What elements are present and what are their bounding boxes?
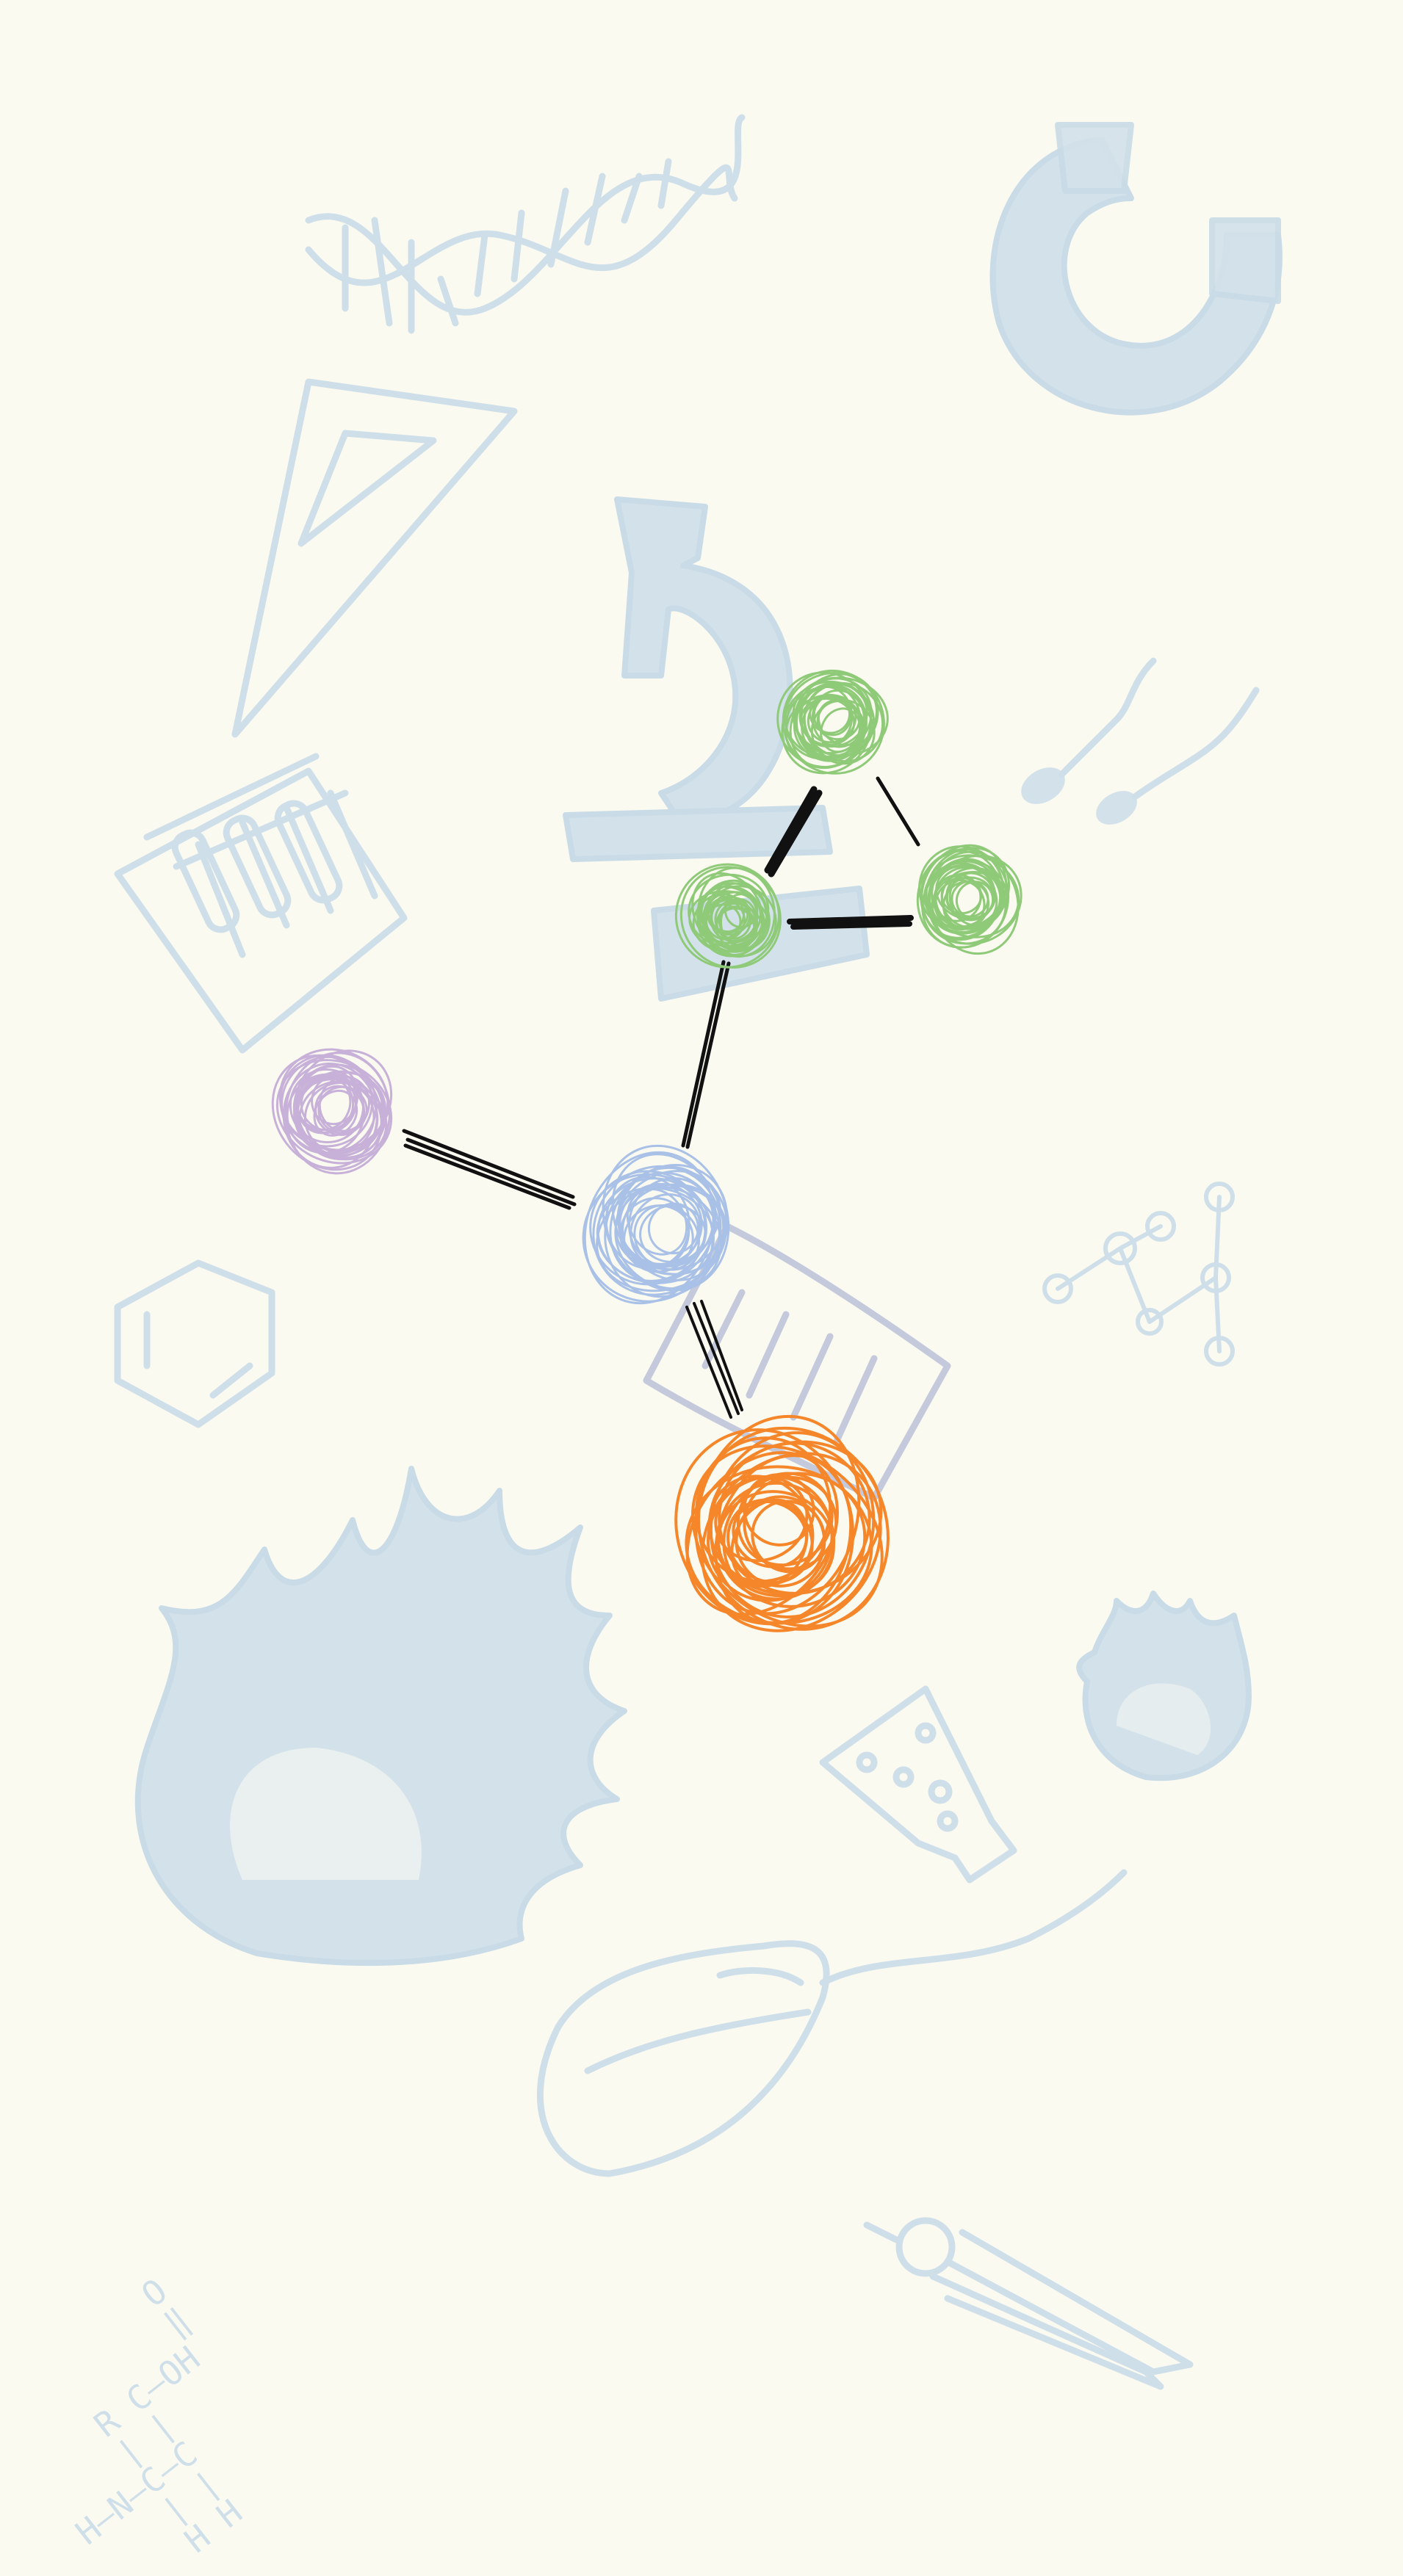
green-atom-right-scribble [934, 879, 986, 931]
green-atom-top-scribble [782, 669, 885, 775]
green-atom-top-scribble [809, 693, 851, 734]
flame-icon [134, 1466, 627, 1967]
orange-atom-scribble [706, 1475, 834, 1602]
orange-atom-scribble [674, 1428, 855, 1626]
green-atom-right-scribble [934, 866, 1002, 930]
purple-atom-scribble [296, 1074, 352, 1132]
bond-green-middle-green-right [787, 915, 914, 930]
orange-atom-scribble [691, 1444, 884, 1628]
computer-mouse-icon [536, 1869, 1128, 2177]
molecule [271, 669, 1023, 1632]
green-atom-top [776, 669, 889, 775]
green-atom-right-scribble [925, 854, 1020, 938]
blue-atom-scribble [592, 1165, 722, 1296]
bond-purple-blue [402, 1129, 577, 1210]
blue-atom-scribble [633, 1204, 700, 1270]
blue-atom [582, 1144, 730, 1305]
benzene-ring-icon [114, 1259, 275, 1428]
blue-atom-scribble [621, 1183, 727, 1276]
green-atom-top-scribble [784, 671, 878, 758]
blue-atom-scribble [647, 1202, 699, 1255]
orange-atom-scribble [735, 1495, 826, 1588]
purple-atom-scribble [284, 1052, 391, 1175]
purple-atom-scribble [293, 1049, 393, 1151]
test-tube-rack-icon [114, 753, 408, 1054]
triangle-ruler-icon [231, 378, 518, 738]
flask-icon [819, 1685, 1017, 1884]
green-atom-middle-scribble [707, 895, 749, 934]
orange-atom-scribble [743, 1473, 815, 1546]
green-atom-middle-scribble [679, 866, 782, 969]
blue-atom-scribble [630, 1193, 702, 1268]
purple-atom-scribble [279, 1054, 374, 1148]
blue-atom-scribble [626, 1187, 688, 1256]
blue-atom-scribble [614, 1170, 721, 1269]
orange-atom [674, 1414, 890, 1632]
small-flame-icon [1076, 1591, 1252, 1781]
molecule-bonds [402, 776, 920, 1419]
purple-atom-scribble [294, 1071, 386, 1155]
green-atom-top-scribble [816, 699, 861, 741]
molecule-network-icon [1042, 1182, 1235, 1367]
green-atom-middle-scribble [696, 879, 768, 958]
green-atom-middle-scribble [719, 897, 759, 947]
orange-atom-scribble [701, 1452, 882, 1632]
blue-atom-scribble [589, 1170, 707, 1286]
bond-green-middle-blue [681, 960, 731, 1149]
green-atom-middle [674, 863, 782, 969]
dna-helix-icon [305, 114, 746, 334]
bond-blue-orange [685, 1300, 743, 1419]
green-atom-middle-scribble [724, 893, 759, 929]
blue-atom-scribble [602, 1144, 730, 1292]
bond-green-top-green-middle [764, 786, 823, 878]
bond-green-top-green-right [876, 776, 920, 847]
orange-atom-scribble [685, 1451, 839, 1616]
green-atom-right-scribble [923, 862, 996, 928]
amino-acid-formula-icon: O ‖ R C—OH | | H—N—C—C | | H H [68, 2271, 250, 2561]
magnet-icon [989, 122, 1283, 416]
green-atom-right [916, 844, 1023, 955]
compass-icon [863, 2217, 1194, 2390]
orange-atom-scribble [726, 1498, 814, 1584]
purple-atom-scribble [298, 1080, 379, 1157]
purple-atom-scribble [296, 1070, 387, 1161]
purple-atom-scribble [317, 1085, 368, 1135]
sperm-cells-icon [1021, 657, 1260, 825]
purple-atom [271, 1048, 393, 1175]
